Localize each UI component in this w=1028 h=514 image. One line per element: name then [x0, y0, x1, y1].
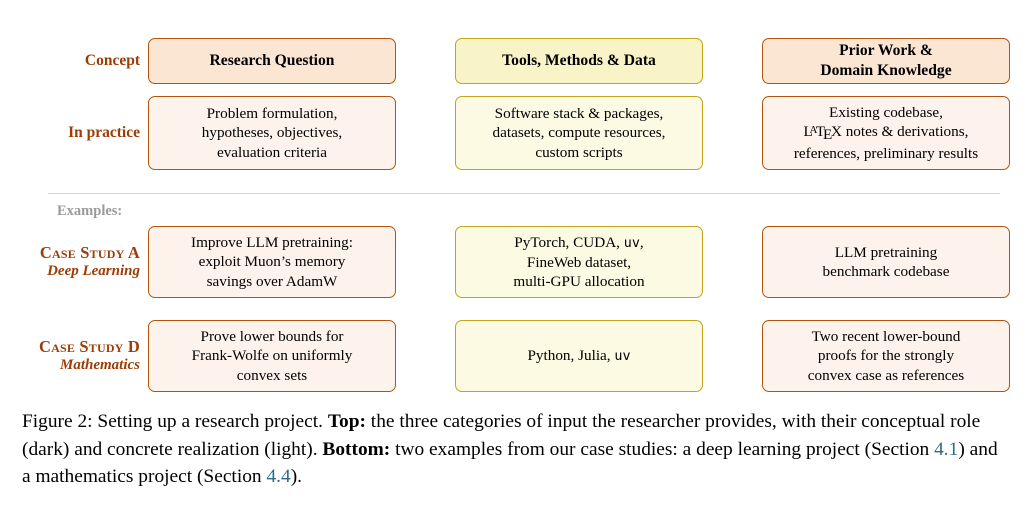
caption-part4: ) and a mathematics project (Section	[22, 438, 998, 488]
cell-case-a-col2: PyTorch, CUDA, uv,FineWeb dataset,multi-…	[455, 226, 703, 298]
row-in-practice-cells: Problem formulation,hypotheses, objectiv…	[148, 96, 1028, 170]
case-study-d-subtitle: Mathematics	[59, 357, 140, 374]
cell-case-d-col2: Python, Julia, uv	[455, 320, 703, 392]
case-study-d-title: Case Study D	[38, 337, 140, 357]
row-case-study-d: Case Study D Mathematics Prove lower bou…	[0, 320, 1028, 392]
figure-caption: Figure 2: Setting up a research project.…	[22, 408, 1010, 491]
box-prior-work-line1: Prior Work &Domain Knowledge	[820, 42, 952, 79]
cell-practice-col2: Software stack & packages,datasets, comp…	[455, 96, 703, 170]
case-study-a-subtitle: Deep Learning	[47, 263, 140, 280]
section-reference-4-1[interactable]: 4.1	[934, 438, 959, 460]
row-label-concept: Concept	[84, 51, 140, 69]
caption-part3: two examples from our case studies: a de…	[390, 438, 935, 460]
box-problem-formulation[interactable]: Problem formulation,hypotheses, objectiv…	[148, 96, 396, 170]
section-divider	[48, 193, 1000, 194]
row-in-practice: In practice Problem formulation,hypothes…	[0, 96, 1028, 170]
caption-part5: ).	[290, 466, 303, 488]
row-concept: Concept Research Question Tools, Methods…	[0, 38, 1028, 84]
box-improve-llm-pretraining[interactable]: Improve LLM pretraining:exploit Muon’s m…	[148, 226, 396, 298]
box-existing-codebase[interactable]: Existing codebase,LATEX notes & derivati…	[762, 96, 1010, 170]
row-case-a-cells: Improve LLM pretraining:exploit Muon’s m…	[148, 226, 1028, 298]
cell-concept-col3: Prior Work &Domain Knowledge	[762, 38, 1010, 84]
box-python-julia-uv[interactable]: Python, Julia, uv	[455, 320, 703, 392]
box-python-julia-uv-text: Python, Julia, uv	[527, 347, 631, 365]
row-case-study-a: Case Study A Deep Learning Improve LLM p…	[0, 226, 1028, 298]
box-existing-codebase-text: Existing codebase,LATEX notes & derivati…	[793, 103, 979, 163]
section-reference-4-4[interactable]: 4.4	[266, 466, 291, 488]
caption-part2: the three categories of input the resear…	[22, 411, 981, 460]
row-concept-cells: Research Question Tools, Methods & Data …	[148, 38, 1028, 84]
caption-top-label: Top:	[327, 411, 366, 432]
box-prior-work-domain-knowledge[interactable]: Prior Work &Domain Knowledge	[762, 38, 1010, 84]
cell-case-a-col1: Improve LLM pretraining:exploit Muon’s m…	[148, 226, 396, 298]
row-label-case-study-d: Case Study D Mathematics	[0, 337, 148, 375]
caption-part1: Setting up a research project.	[92, 411, 328, 432]
box-research-question[interactable]: Research Question	[148, 38, 396, 84]
box-software-stack[interactable]: Software stack & packages,datasets, comp…	[455, 96, 703, 170]
case-study-a-title: Case Study A	[39, 243, 140, 263]
diagram: Concept Research Question Tools, Methods…	[0, 38, 1028, 392]
uv-package-name: uv	[623, 235, 640, 251]
cell-practice-col1: Problem formulation,hypotheses, objectiv…	[148, 96, 396, 170]
caption-figure-number: Figure 2:	[22, 411, 93, 432]
uv-package-name-2: uv	[614, 349, 631, 365]
box-improve-llm-pretraining-text: Improve LLM pretraining:exploit Muon’s m…	[191, 234, 353, 290]
caption-bottom-label: Bottom:	[322, 438, 391, 460]
latex-logo: LATEX	[803, 122, 842, 144]
box-pytorch-cuda-uv-text: PyTorch, CUDA, uv,FineWeb dataset,multi-…	[513, 233, 645, 290]
box-pytorch-cuda-uv[interactable]: PyTorch, CUDA, uv,FineWeb dataset,multi-…	[455, 226, 703, 298]
cell-concept-col1: Research Question	[148, 38, 396, 84]
cell-concept-col2: Tools, Methods & Data	[455, 38, 703, 84]
examples-label: Examples:	[57, 203, 123, 219]
cell-practice-col3: Existing codebase,LATEX notes & derivati…	[762, 96, 1010, 170]
row-label-case-study-a: Case Study A Deep Learning	[0, 243, 148, 281]
box-software-stack-text: Software stack & packages,datasets, comp…	[492, 105, 666, 161]
box-problem-formulation-text: Problem formulation,hypotheses, objectiv…	[201, 105, 343, 161]
row-label-in-practice: In practice	[68, 123, 140, 141]
box-tools-methods-data[interactable]: Tools, Methods & Data	[455, 38, 703, 84]
